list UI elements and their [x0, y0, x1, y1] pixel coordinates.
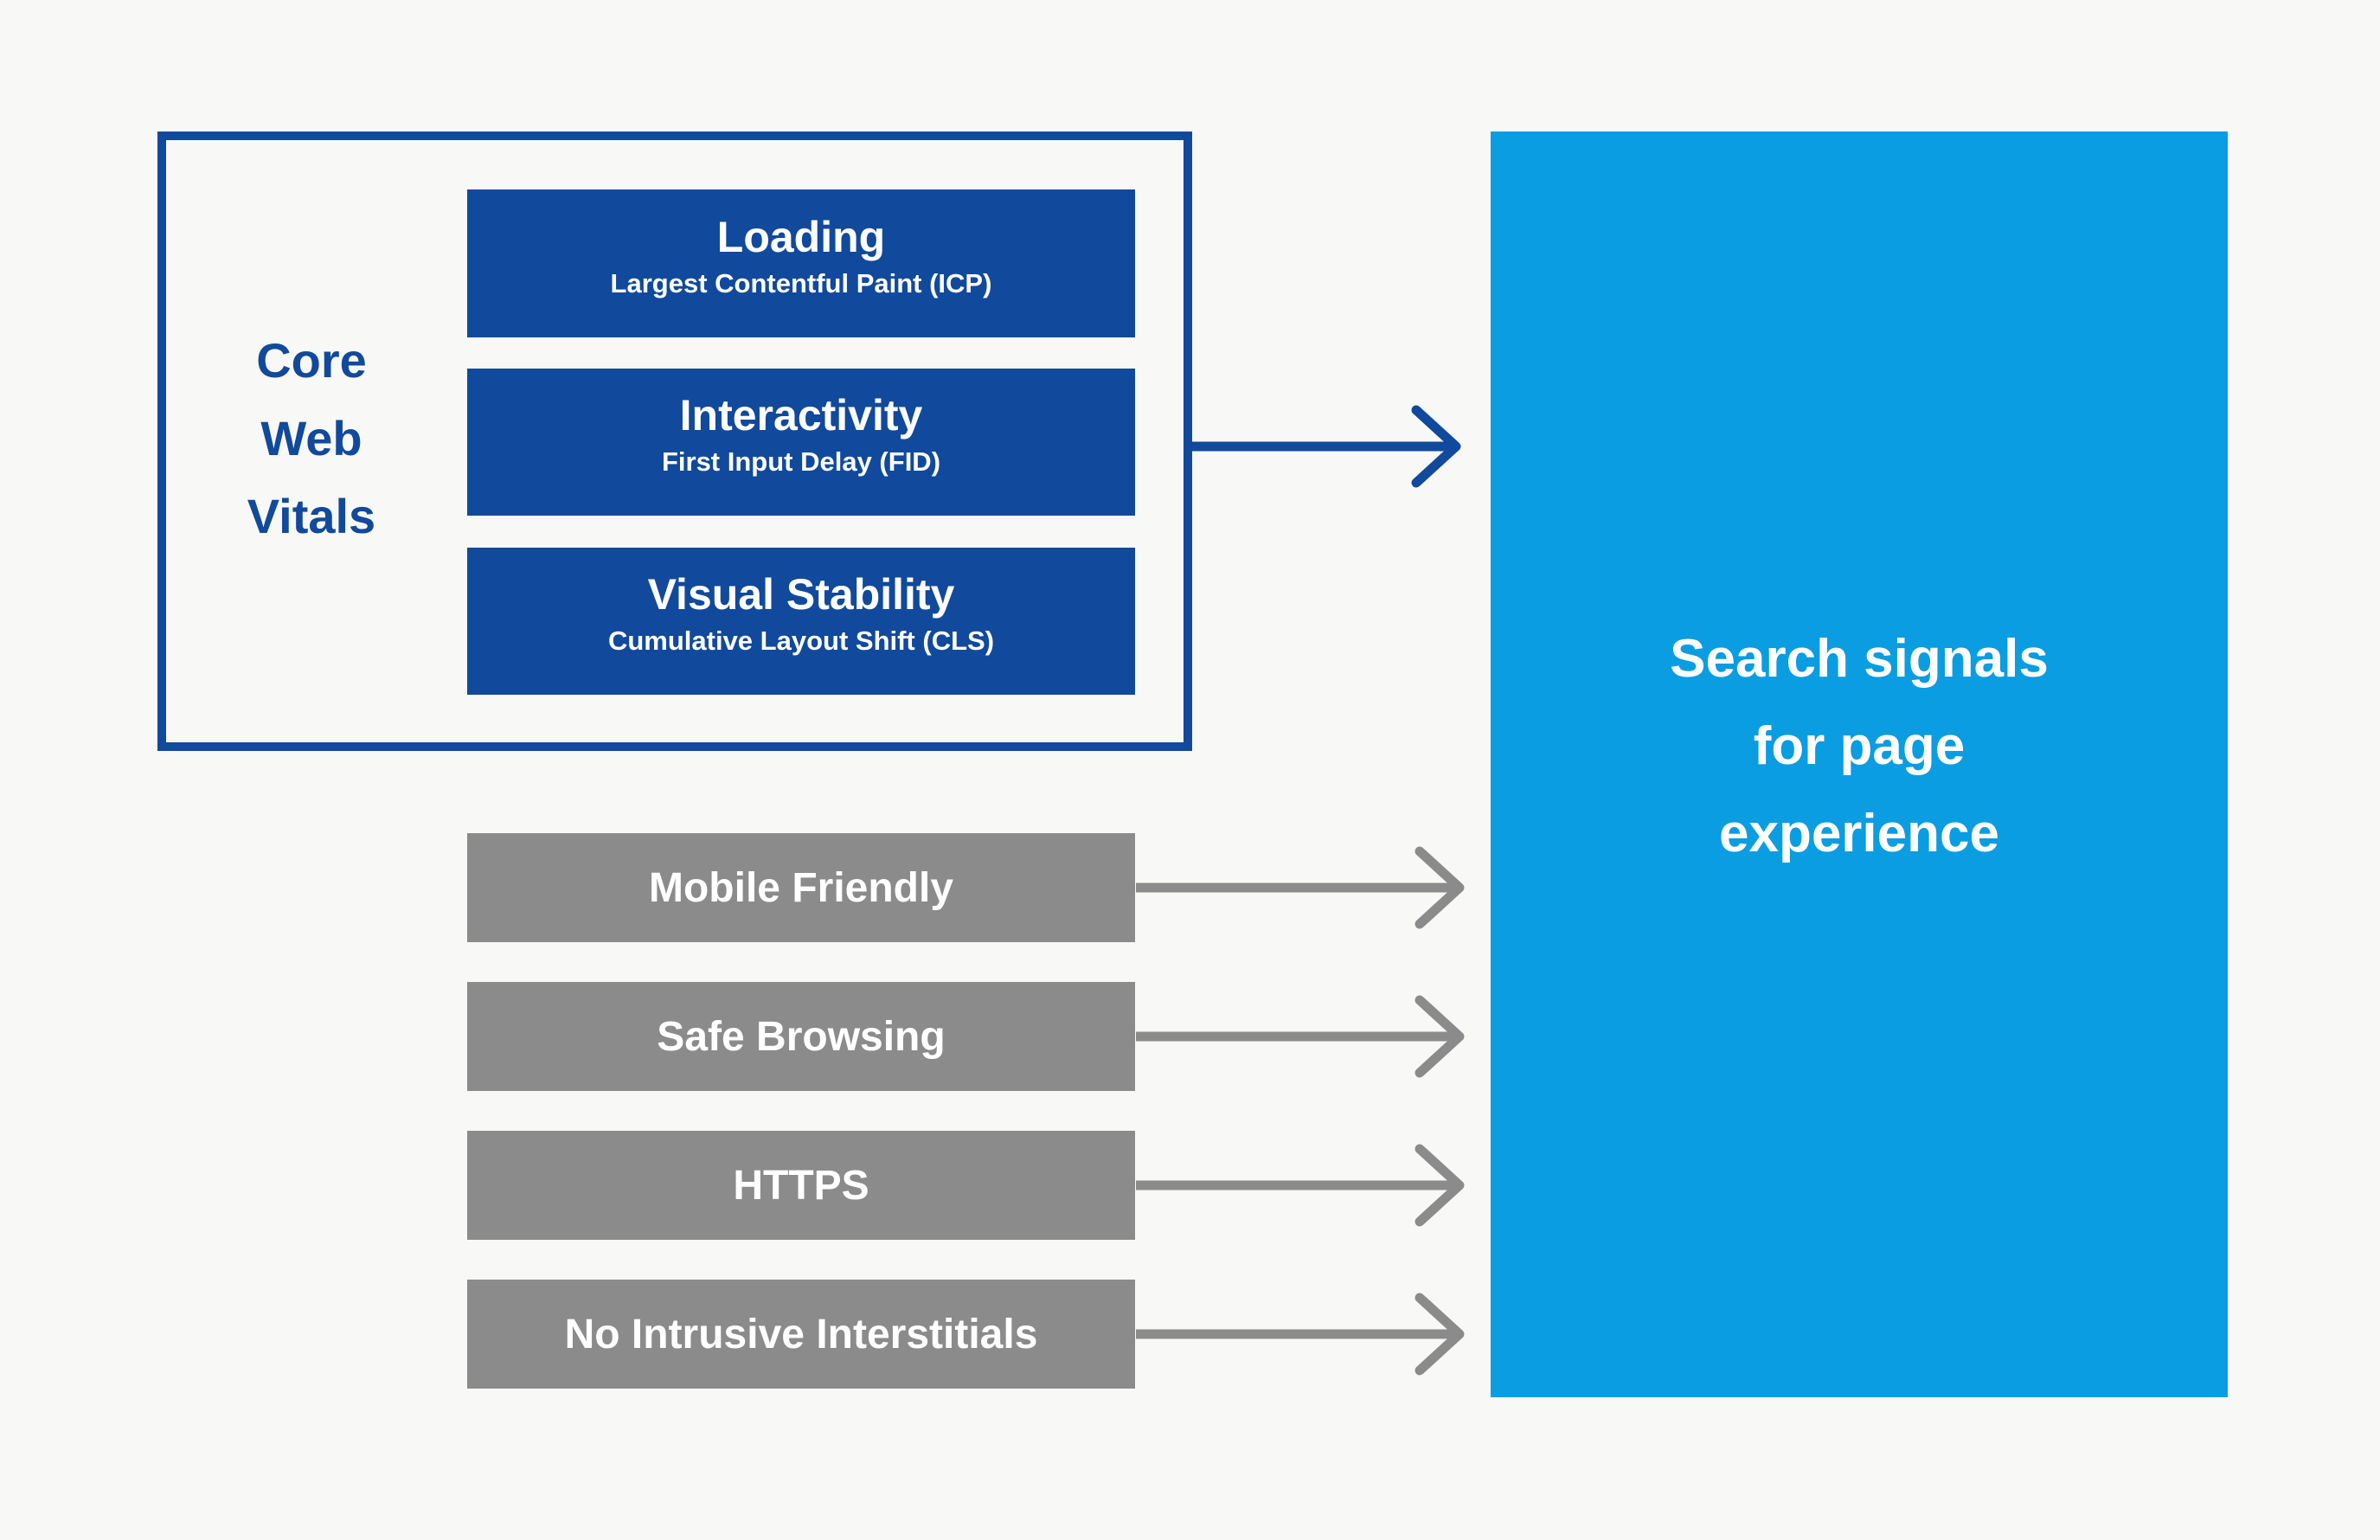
- signal-bar-https: HTTPS: [467, 1131, 1135, 1240]
- arrow-right-icon: [1136, 995, 1465, 1078]
- signal-bar-safe-browsing: Safe Browsing: [467, 982, 1135, 1091]
- vital-title: Visual Stability: [647, 570, 955, 619]
- signal-label: Safe Browsing: [657, 1013, 946, 1060]
- vital-bar-visual-stability: Visual Stability Cumulative Layout Shift…: [467, 548, 1135, 695]
- arrow-right-icon: [1136, 1293, 1465, 1376]
- signal-label: No Intrusive Interstitials: [564, 1311, 1038, 1357]
- vital-subtitle: Cumulative Layout Shift (CLS): [607, 626, 995, 656]
- vital-title: Loading: [716, 212, 886, 261]
- arrow-right-icon: [1136, 1144, 1465, 1227]
- vital-subtitle: First Input Delay (FID): [661, 446, 941, 477]
- signal-label: Mobile Friendly: [648, 864, 954, 911]
- search-signals-result-box: Search signals for page experience: [1491, 132, 2228, 1397]
- signal-label: HTTPS: [733, 1162, 869, 1209]
- signal-bar-mobile-friendly: Mobile Friendly: [467, 833, 1135, 942]
- core-web-vitals-label: Core Web Vitals: [247, 333, 376, 543]
- vital-bar-interactivity: Interactivity First Input Delay (FID): [467, 369, 1135, 516]
- vital-bar-loading: Loading Largest Contentful Paint (ICP): [467, 189, 1135, 337]
- vital-subtitle: Largest Contentful Paint (ICP): [610, 267, 992, 298]
- signal-bar-no-intrusive-interstitials: No Intrusive Interstitials: [467, 1280, 1135, 1389]
- vital-title: Interactivity: [679, 391, 923, 440]
- arrow-right-icon: [1136, 846, 1465, 929]
- arrow-right-icon: [1190, 405, 1461, 488]
